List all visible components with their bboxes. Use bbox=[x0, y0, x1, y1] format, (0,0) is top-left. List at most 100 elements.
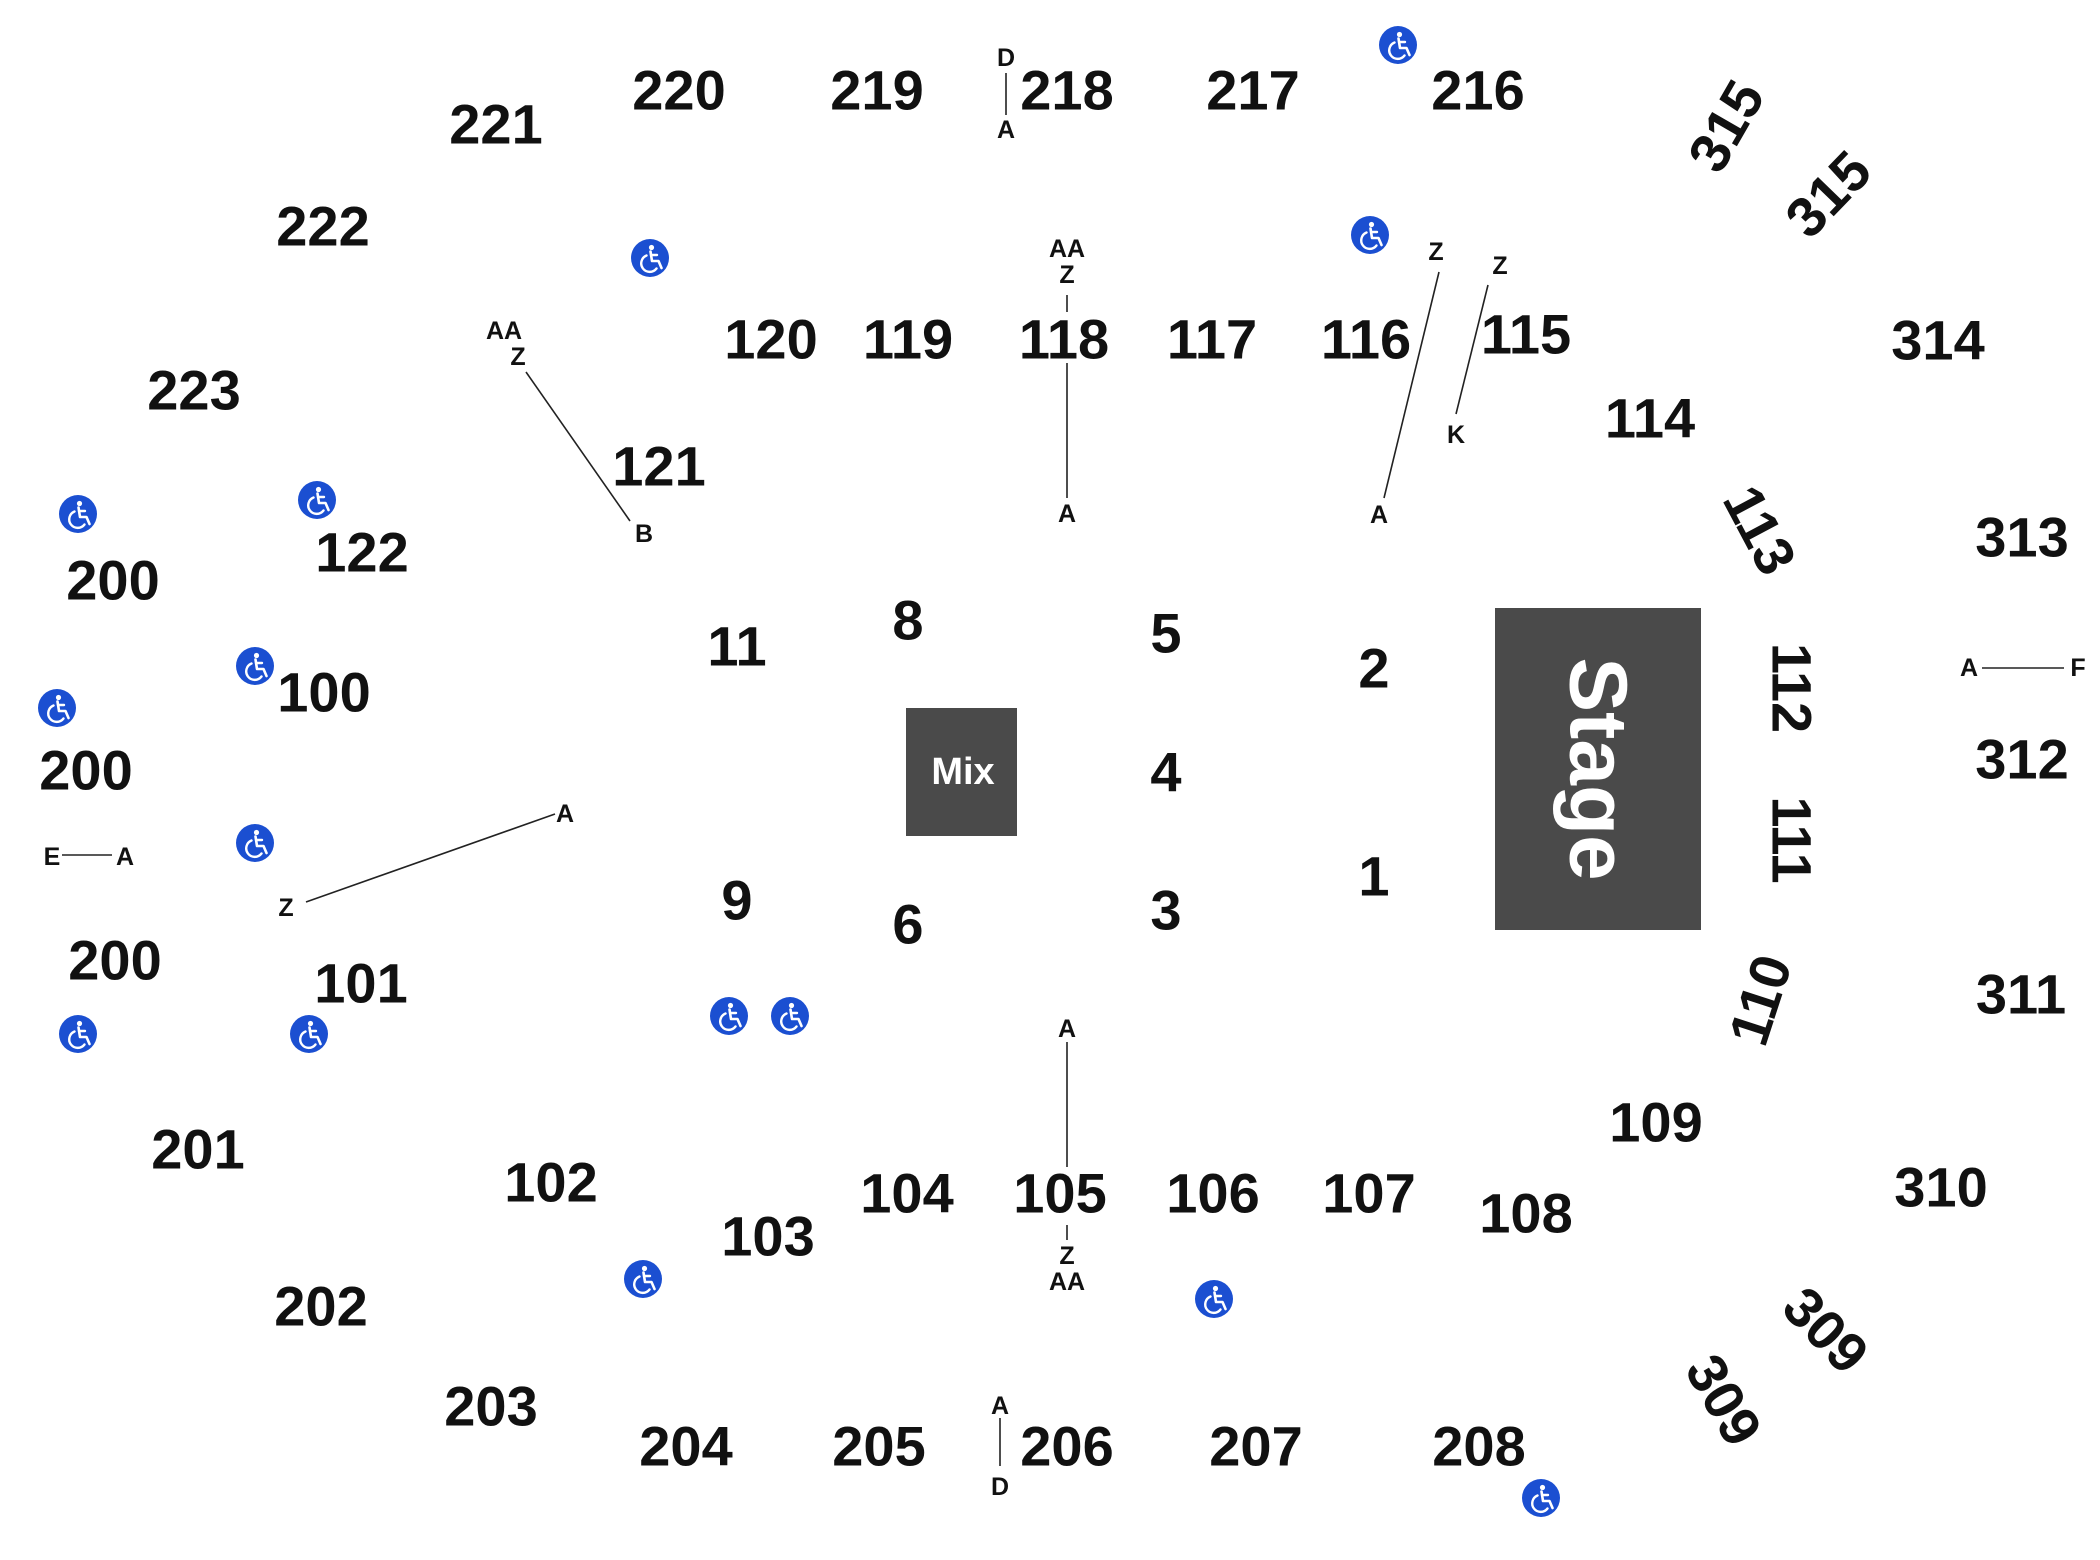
accessible-icon[interactable] bbox=[234, 822, 276, 864]
section-111[interactable]: 111 bbox=[1761, 796, 1824, 883]
section-107[interactable]: 107 bbox=[1322, 1162, 1415, 1225]
section-1[interactable]: 1 bbox=[1358, 845, 1389, 908]
accessible-icon[interactable] bbox=[622, 1258, 664, 1300]
row-206-a: A bbox=[991, 1392, 1009, 1420]
section-101[interactable]: 101 bbox=[314, 952, 407, 1015]
section-311[interactable]: 311 bbox=[1976, 963, 2066, 1026]
section-216[interactable]: 216 bbox=[1431, 59, 1524, 122]
accessible-icon[interactable] bbox=[769, 995, 811, 1037]
section-109[interactable]: 109 bbox=[1609, 1091, 1702, 1154]
section-4[interactable]: 4 bbox=[1150, 741, 1181, 804]
section-200-middle[interactable]: 200 bbox=[39, 739, 132, 802]
section-313[interactable]: 313 bbox=[1975, 506, 2068, 569]
section-5[interactable]: 5 bbox=[1150, 602, 1181, 665]
row-115-z: Z bbox=[1492, 252, 1507, 280]
section-114[interactable]: 114 bbox=[1605, 387, 1695, 450]
section-11[interactable]: 11 bbox=[707, 615, 766, 678]
accessible-icon[interactable] bbox=[1377, 24, 1419, 66]
section-119[interactable]: 119 bbox=[863, 308, 953, 371]
section-203[interactable]: 203 bbox=[444, 1375, 537, 1438]
section-102[interactable]: 102 bbox=[504, 1151, 597, 1214]
section-200-upper[interactable]: 200 bbox=[66, 549, 159, 612]
section-110[interactable]: 110 bbox=[1716, 947, 1804, 1052]
section-8[interactable]: 8 bbox=[892, 589, 923, 652]
accessible-icon[interactable] bbox=[1520, 1477, 1562, 1519]
section-106[interactable]: 106 bbox=[1166, 1162, 1259, 1225]
row-218-bottom: A bbox=[997, 116, 1015, 144]
row-312-a: A bbox=[1960, 654, 1978, 682]
mix-label: Mix bbox=[931, 751, 994, 793]
section-3[interactable]: 3 bbox=[1150, 879, 1181, 942]
section-122[interactable]: 122 bbox=[315, 521, 408, 584]
section-315-outer[interactable]: 315 bbox=[1675, 70, 1776, 182]
section-222[interactable]: 222 bbox=[276, 195, 369, 258]
accessible-icon[interactable] bbox=[629, 237, 671, 279]
section-120[interactable]: 120 bbox=[724, 308, 817, 371]
section-118[interactable]: 118 bbox=[1019, 308, 1109, 371]
section-205[interactable]: 205 bbox=[832, 1415, 925, 1478]
row-105-z: Z bbox=[1059, 1242, 1074, 1270]
accessible-icon[interactable] bbox=[57, 493, 99, 535]
accessible-icon[interactable] bbox=[288, 1013, 330, 1055]
section-219[interactable]: 219 bbox=[830, 59, 923, 122]
section-104[interactable]: 104 bbox=[860, 1162, 953, 1225]
stage-label: Stage bbox=[1553, 657, 1644, 880]
section-310[interactable]: 310 bbox=[1894, 1156, 1987, 1219]
row-line-115 bbox=[1455, 284, 1489, 415]
row-118-z: Z bbox=[1059, 261, 1074, 289]
row-121-aa: AA bbox=[486, 317, 522, 345]
section-103[interactable]: 103 bbox=[721, 1205, 814, 1268]
section-115[interactable]: 115 bbox=[1481, 303, 1571, 366]
section-208[interactable]: 208 bbox=[1432, 1415, 1525, 1478]
section-6[interactable]: 6 bbox=[892, 893, 923, 956]
stage[interactable]: Stage bbox=[1495, 608, 1701, 930]
accessible-icon[interactable] bbox=[708, 995, 750, 1037]
section-200-lower[interactable]: 200 bbox=[68, 929, 161, 992]
accessible-icon[interactable] bbox=[234, 645, 276, 687]
row-121-b: B bbox=[635, 520, 653, 548]
accessible-icon[interactable] bbox=[36, 687, 78, 729]
accessible-icon[interactable] bbox=[1193, 1278, 1235, 1320]
section-309-outer[interactable]: 309 bbox=[1771, 1275, 1881, 1386]
section-314[interactable]: 314 bbox=[1891, 309, 1984, 372]
mix-position[interactable]: Mix bbox=[906, 708, 1017, 836]
row-105-aa: AA bbox=[1049, 1268, 1085, 1296]
section-105[interactable]: 105 bbox=[1013, 1162, 1106, 1225]
section-117[interactable]: 117 bbox=[1167, 308, 1257, 371]
section-218[interactable]: 218 bbox=[1020, 59, 1113, 122]
terrace-sections: 315 315 314 313 312 311 310 309 309 bbox=[1673, 70, 2068, 1456]
section-309-inner[interactable]: 309 bbox=[1673, 1344, 1774, 1456]
row-115-k: K bbox=[1447, 421, 1465, 449]
section-112[interactable]: 112 bbox=[1761, 643, 1824, 733]
section-2[interactable]: 2 bbox=[1358, 637, 1389, 700]
section-220[interactable]: 220 bbox=[632, 59, 725, 122]
section-223[interactable]: 223 bbox=[147, 359, 240, 422]
row-101-a: A bbox=[556, 800, 574, 828]
section-121[interactable]: 121 bbox=[612, 435, 705, 498]
section-113[interactable]: 113 bbox=[1711, 475, 1809, 584]
row-line-116 bbox=[1383, 271, 1440, 499]
section-202[interactable]: 202 bbox=[274, 1275, 367, 1338]
section-100[interactable]: 100 bbox=[277, 661, 370, 724]
accessible-icon[interactable] bbox=[57, 1013, 99, 1055]
section-204[interactable]: 204 bbox=[639, 1415, 732, 1478]
row-200-e: E bbox=[44, 843, 61, 871]
section-221[interactable]: 221 bbox=[449, 93, 542, 156]
section-108[interactable]: 108 bbox=[1479, 1182, 1572, 1245]
section-207[interactable]: 207 bbox=[1209, 1415, 1302, 1478]
row-218-top: D bbox=[997, 44, 1015, 72]
section-116[interactable]: 116 bbox=[1321, 308, 1411, 371]
row-121-z: Z bbox=[510, 343, 525, 371]
section-206[interactable]: 206 bbox=[1020, 1415, 1113, 1478]
section-315-inner[interactable]: 315 bbox=[1773, 139, 1883, 250]
accessible-icon[interactable] bbox=[296, 479, 338, 521]
upper-sections: 220 219 218 217 216 221 222 223 200 200 … bbox=[39, 59, 1525, 1478]
section-312[interactable]: 312 bbox=[1975, 728, 2068, 791]
section-217[interactable]: 217 bbox=[1206, 59, 1299, 122]
accessible-icon[interactable] bbox=[1349, 214, 1391, 256]
row-105-a: A bbox=[1058, 1015, 1076, 1043]
row-200-a: A bbox=[116, 843, 134, 871]
section-201[interactable]: 201 bbox=[151, 1118, 244, 1181]
section-9[interactable]: 9 bbox=[721, 869, 752, 932]
